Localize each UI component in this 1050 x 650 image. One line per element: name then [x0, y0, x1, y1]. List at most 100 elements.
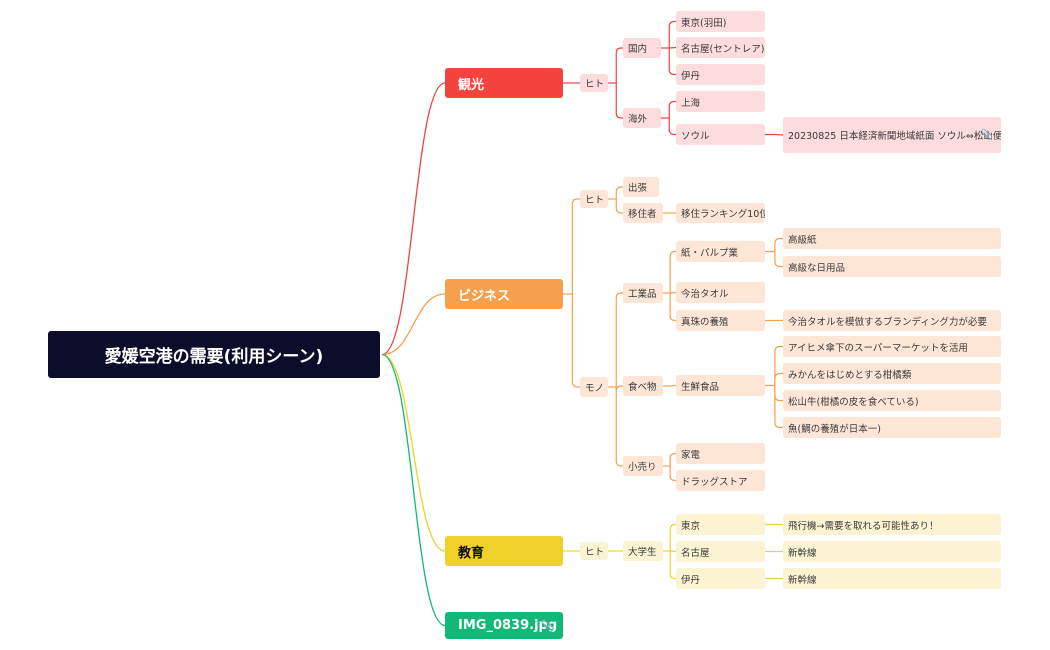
- connector-line: [571, 198, 580, 294]
- node-kokyushi[interactable]: 高級紙: [783, 228, 1001, 249]
- node-seisen[interactable]: 生鮮食品: [676, 375, 765, 396]
- node-label: 国内: [628, 44, 648, 55]
- node-seoul[interactable]: ソウル: [676, 124, 765, 145]
- connector-line: [774, 237, 783, 252]
- node-kogyohin[interactable]: 工業品: [623, 283, 663, 303]
- node-itami[interactable]: 伊丹: [676, 64, 765, 85]
- connector-line: [615, 199, 623, 214]
- node-mikan[interactable]: みかんをはじめとする柑橘類: [783, 363, 1001, 384]
- node-label: 教育: [458, 545, 485, 561]
- node-daigakusei[interactable]: 大学生: [623, 541, 663, 561]
- connector-line: [669, 293, 676, 322]
- node-label: みかんをはじめとする柑橘類: [788, 369, 912, 381]
- node-aihime[interactable]: アイヒメ傘下のスーパーマーケットを活用: [783, 336, 1001, 357]
- node-shinkansen-2[interactable]: 新幹線: [783, 568, 1001, 589]
- node-label: 今治タオルを模倣するブランディング力が必要: [788, 316, 987, 328]
- node-label: 新幹線: [788, 547, 817, 559]
- node-label: ヒト: [585, 195, 605, 206]
- node-mono[interactable]: モノ: [580, 377, 608, 397]
- connector-line: [774, 345, 783, 386]
- node-edu-tokyo[interactable]: 東京: [676, 514, 765, 535]
- node-label: 家電: [681, 449, 701, 461]
- node-label: モノ: [585, 383, 605, 394]
- node-label: ソウル: [681, 130, 710, 142]
- node-label: ヒト: [585, 79, 605, 90]
- connector-line: [668, 100, 676, 118]
- connector-line: [571, 294, 580, 388]
- node-label: IMG_0839.jpg: [458, 618, 558, 633]
- connector-line: [381, 293, 446, 356]
- node-label: 移住者: [628, 209, 657, 220]
- node-root[interactable]: 愛媛空港の需要(利用シーン): [48, 331, 380, 378]
- connector-line: [670, 550, 677, 553]
- node-drugstore[interactable]: ドラッグストア: [676, 470, 765, 491]
- node-label: 新幹線: [788, 574, 817, 586]
- node-label: 大学生: [628, 547, 657, 558]
- node-ijusha[interactable]: 移住者: [623, 203, 663, 223]
- connector-line: [774, 251, 783, 268]
- connector-line: [670, 384, 677, 387]
- node-biz-hito[interactable]: ヒト: [580, 190, 608, 208]
- node-iju-ranking[interactable]: 移住ランキング10位: [676, 203, 765, 223]
- node-tabemono[interactable]: 食べ物: [623, 376, 663, 396]
- paperclip-icon[interactable]: 📎: [541, 619, 555, 632]
- node-label: 高級な日用品: [788, 262, 846, 274]
- node-shuccho[interactable]: 出張: [623, 177, 659, 197]
- node-kanko-hito[interactable]: ヒト: [580, 74, 608, 92]
- node-label: 紙・パルプ業: [681, 247, 739, 259]
- node-matsuyamagyu[interactable]: 松山牛(柑橘の皮を食べている): [783, 390, 1001, 411]
- node-label: ヒト: [585, 547, 605, 558]
- connector-line: [615, 292, 623, 387]
- node-branding[interactable]: 今治タオルを模倣するブランディング力が必要: [783, 310, 1001, 331]
- node-label: 観光: [458, 77, 485, 93]
- connector-line: [615, 47, 623, 83]
- node-edu-hito[interactable]: ヒト: [580, 542, 608, 560]
- node-label: 伊丹: [681, 574, 701, 586]
- node-hikoki[interactable]: 飛行機→需要を取れる可能性あり！: [783, 514, 1001, 535]
- node-kokyu-nichiyohin[interactable]: 高級な日用品: [783, 256, 1001, 277]
- node-tokyo-haneda[interactable]: 東京(羽田): [676, 11, 765, 32]
- node-kyoiku[interactable]: 教育: [445, 536, 563, 566]
- node-label: 小売り: [628, 462, 657, 473]
- node-label: 出張: [628, 183, 648, 194]
- node-kokunai[interactable]: 国内: [623, 38, 661, 58]
- node-label: 今治タオル: [681, 288, 729, 300]
- node-label: ドラッグストア: [681, 476, 748, 488]
- node-label: 生鮮食品: [681, 381, 720, 393]
- connector-line: [615, 186, 623, 199]
- connector-line: [669, 452, 676, 466]
- node-kaden[interactable]: 家電: [676, 443, 765, 464]
- node-sakana[interactable]: 魚(鯛の養殖が日本一): [783, 417, 1001, 438]
- node-shinkansen-1[interactable]: 新幹線: [783, 541, 1001, 562]
- connector-line: [381, 353, 446, 627]
- connector-line: [381, 82, 446, 356]
- node-kouri[interactable]: 小売り: [623, 456, 663, 476]
- paperclip-icon[interactable]: 📎: [980, 129, 993, 141]
- node-imabari-towel[interactable]: 今治タオル: [676, 282, 765, 303]
- node-shinju[interactable]: 真珠の養殖: [676, 310, 765, 331]
- node-label: 松山牛(柑橘の皮を食べている): [788, 396, 919, 408]
- node-label: 魚(鯛の養殖が日本一): [788, 423, 881, 435]
- node-edu-nagoya[interactable]: 名古屋: [676, 541, 765, 562]
- node-kaigai[interactable]: 海外: [623, 108, 661, 128]
- node-business[interactable]: ビジネス: [445, 279, 563, 309]
- node-kami-pulp[interactable]: 紙・パルプ業: [676, 241, 765, 262]
- node-edu-itami[interactable]: 伊丹: [676, 568, 765, 589]
- node-img-attachment[interactable]: IMG_0839.jpg📎: [445, 612, 563, 639]
- node-label: 名古屋: [681, 547, 710, 559]
- connector-line: [615, 83, 623, 119]
- node-kanko[interactable]: 観光: [445, 68, 563, 98]
- node-seoul-pdf[interactable]: 20230825 日本経済新聞地域紙面 ソウル⇔松山便の件 .pdf📎: [783, 117, 1001, 153]
- node-nagoya-centrair[interactable]: 名古屋(セントレア): [676, 37, 765, 58]
- node-label: 食べ物: [628, 382, 657, 393]
- connector-line: [774, 372, 783, 386]
- node-label: 20230825 日本経済新聞地域紙面 ソウル⇔松山便の件 .pdf: [788, 131, 1001, 142]
- node-label: 東京(羽田): [681, 17, 727, 29]
- connector-line: [669, 523, 676, 551]
- connector-line: [669, 466, 676, 482]
- node-shanghai[interactable]: 上海: [676, 91, 765, 112]
- node-label: 東京: [681, 520, 701, 532]
- connector-line: [668, 20, 676, 48]
